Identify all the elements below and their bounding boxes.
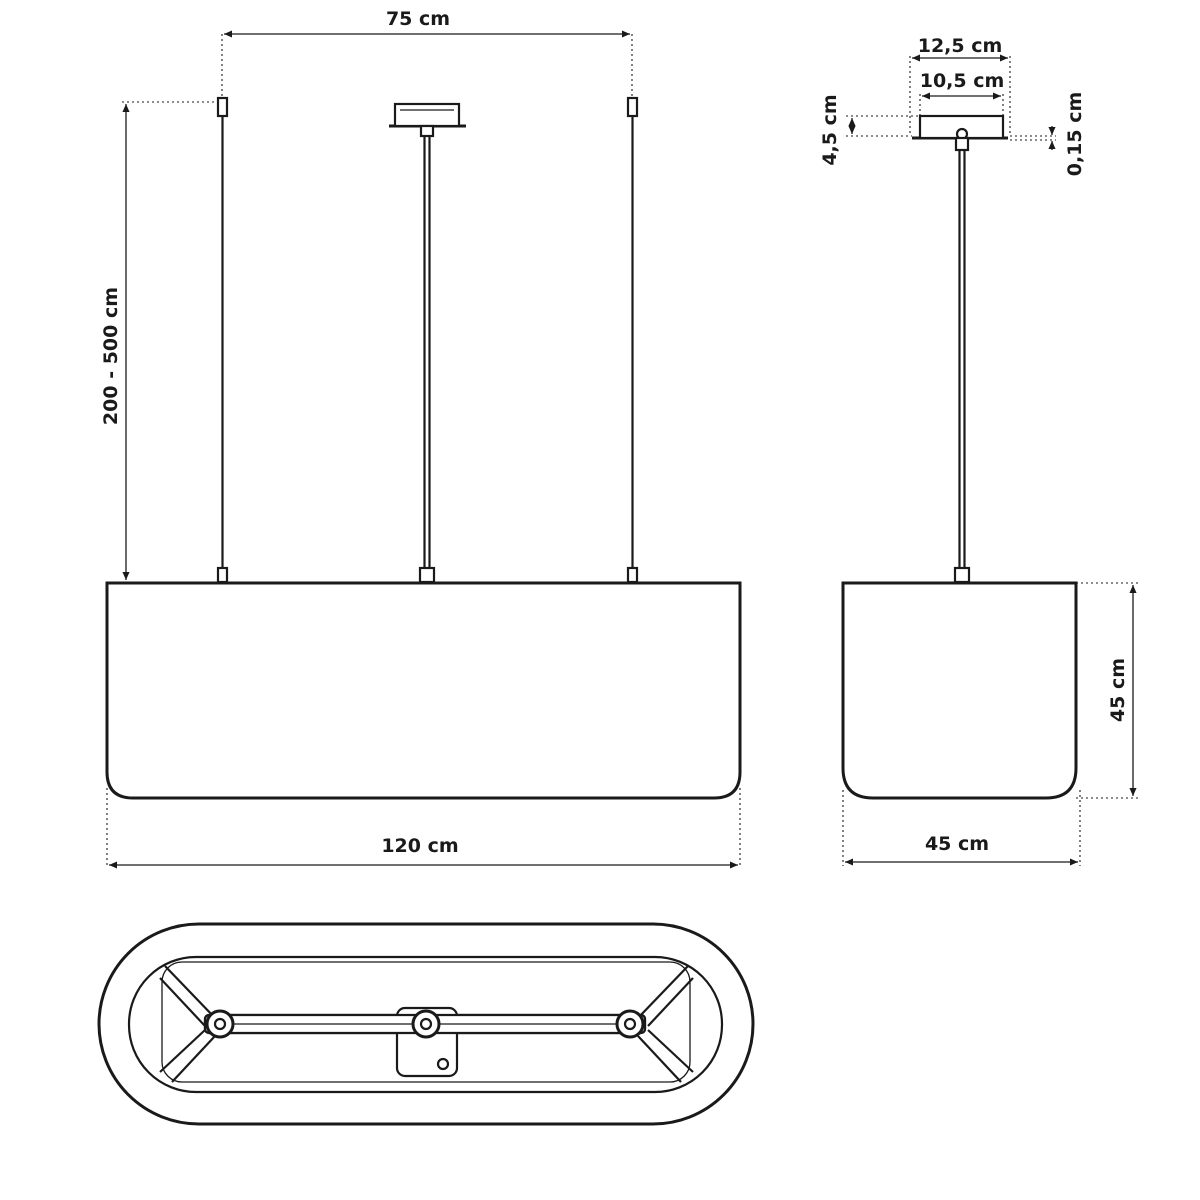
dim-label-canopy-inner: 10,5 cm (920, 70, 1005, 92)
dimension-canopy-height: 4,5 cm (819, 94, 920, 166)
left-suspension-wire (216, 96, 229, 584)
bottom-view (97, 922, 755, 1126)
side-power-cable (953, 150, 971, 584)
bulb-socket-left (205, 1009, 235, 1039)
bottom-view-fixture (159, 965, 694, 1083)
support-arms (159, 965, 694, 1083)
dim-label-shade-height: 45 cm (1107, 658, 1129, 722)
dimension-canopy-inner: 10,5 cm (919, 70, 1005, 116)
dimension-width: 120 cm (106, 788, 741, 869)
dim-label-canopy-height: 4,5 cm (819, 94, 841, 165)
power-cable (418, 136, 436, 584)
dimension-suspension-length: 200 - 500 cm (100, 101, 218, 583)
dim-label-depth: 45 cm (925, 833, 989, 855)
dim-label-wire-spacing: 75 cm (386, 8, 450, 30)
ceiling-canopy (389, 102, 466, 138)
shade-inner-rim (127, 955, 724, 1094)
dim-label-width: 120 cm (381, 835, 458, 857)
bulb-socket-right (615, 1009, 645, 1039)
lamp-shade-front (105, 581, 742, 800)
shade-outer-rim (97, 922, 755, 1126)
dimension-canopy-outer: 12,5 cm (909, 35, 1011, 136)
dimension-plate-thickness: 0,15 cm (1010, 92, 1086, 177)
lamp-shade-side (841, 581, 1078, 800)
mounting-plate-grommet (436, 1057, 450, 1071)
dim-label-suspension-length: 200 - 500 cm (100, 287, 122, 425)
dimension-wire-spacing: 75 cm (221, 8, 633, 98)
bulb-socket-center (411, 1009, 441, 1039)
right-suspension-wire (626, 96, 639, 584)
side-view: 12,5 cm 10,5 cm 4,5 cm 0,15 cm (819, 35, 1138, 866)
inner-diffuser-panel (161, 961, 691, 1083)
dimension-shade-height: 45 cm (1076, 582, 1138, 799)
front-view: 75 cm 200 - 500 cm (100, 8, 742, 869)
dimension-depth: 45 cm (842, 790, 1081, 866)
side-ceiling-canopy (912, 114, 1008, 152)
dim-label-canopy-outer: 12,5 cm (918, 35, 1003, 57)
dim-label-plate-thickness: 0,15 cm (1064, 92, 1086, 177)
